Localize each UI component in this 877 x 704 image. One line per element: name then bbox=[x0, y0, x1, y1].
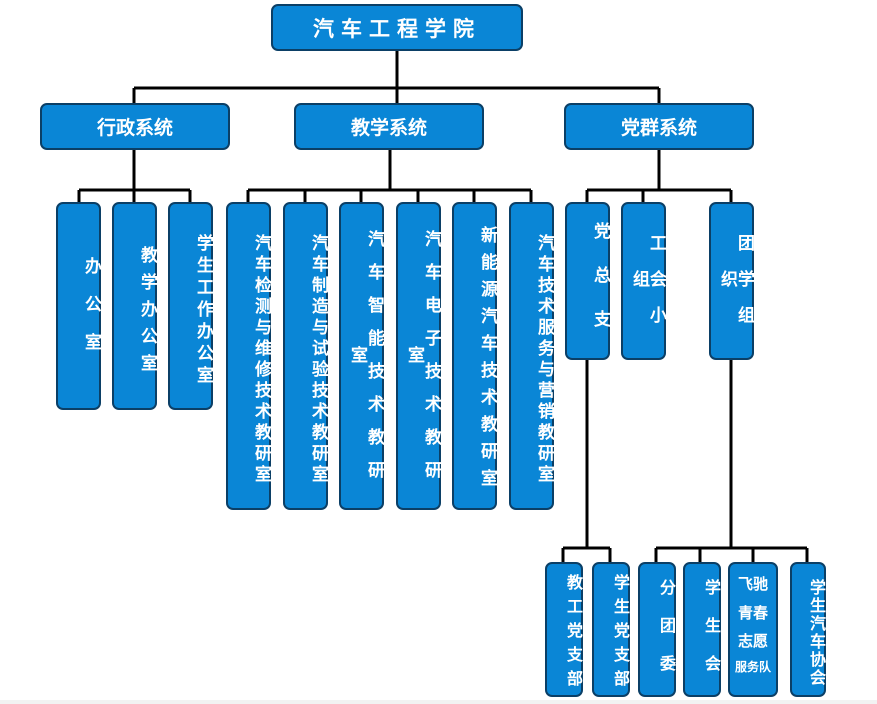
auto-intelligent-tech-office-node: 汽车智能技术教研室 bbox=[339, 202, 384, 510]
auto-inspection-repair-office-node: 汽车检测与维修技术教研室 bbox=[226, 202, 271, 510]
union-group-node: 工会小组 bbox=[621, 202, 666, 360]
teaching-system-node: 教学系统 bbox=[294, 103, 484, 150]
faculty-party-branch-node: 教工党支部 bbox=[545, 562, 583, 697]
party-general-branch-node: 党总支 bbox=[565, 202, 610, 360]
student-auto-association-node: 学生汽车协会 bbox=[790, 562, 826, 697]
new-energy-auto-office-node: 新能源汽车技术教研室 bbox=[452, 202, 497, 510]
student-party-branch-node: 学生党支部 bbox=[592, 562, 630, 697]
auto-manufacturing-testing-office-node: 汽车制造与试验技术教研室 bbox=[283, 202, 328, 510]
volunteer-team-node: 飞驰 青春 志愿 服务队 bbox=[728, 562, 778, 697]
auto-electronics-office-node: 汽车电子技术教研室 bbox=[396, 202, 441, 510]
volunteer-line-3: 志愿 bbox=[737, 632, 768, 650]
student-affairs-office-node: 学生工作办公室 bbox=[168, 202, 213, 410]
office-node: 办公室 bbox=[56, 202, 101, 410]
admin-system-node: 行政系统 bbox=[40, 103, 230, 150]
party-system-node: 党群系统 bbox=[564, 103, 754, 150]
student-union-node: 学生会 bbox=[683, 562, 721, 697]
bottom-band bbox=[0, 700, 877, 704]
volunteer-line-1: 飞驰 bbox=[737, 575, 768, 593]
root-node: 汽车工程学院 bbox=[271, 4, 523, 51]
league-branch-committee-node: 分团委 bbox=[638, 562, 676, 697]
volunteer-line-2: 青春 bbox=[737, 603, 768, 622]
league-organization-node: 团学组织 bbox=[709, 202, 754, 360]
teaching-office-node: 教学办公室 bbox=[112, 202, 157, 410]
auto-service-marketing-office-node: 汽车技术服务与营销教研室 bbox=[509, 202, 554, 510]
volunteer-line-4: 服务队 bbox=[734, 659, 771, 674]
